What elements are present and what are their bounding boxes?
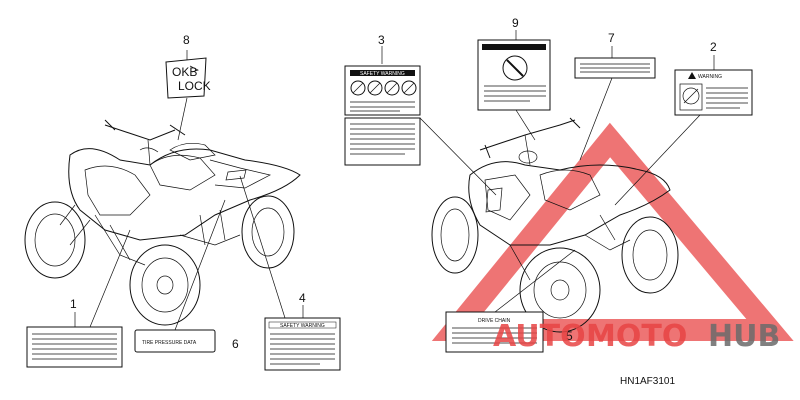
atv-left-drawing	[24, 119, 301, 326]
label-8-lock: OKB LOCK	[165, 57, 211, 99]
callout-9: 9	[512, 16, 519, 30]
label-7	[574, 57, 656, 79]
watermark-text-moto: MOTO	[586, 319, 687, 354]
label-3-safety-warning: SAFETY WARNING	[344, 65, 421, 166]
callout-4: 4	[299, 291, 306, 305]
callout-6: 6	[232, 337, 239, 351]
callout-1: 1	[70, 297, 77, 311]
callout-7: 7	[608, 31, 615, 45]
part-code: HN1AF3101	[620, 376, 675, 387]
label-4-warning: SAFETY WARNING	[264, 317, 341, 371]
watermark-text-hub: HUB	[708, 319, 780, 354]
label-6-tire-pressure: TIRE PRESSURE DATA	[134, 329, 216, 353]
watermark-triangle-icon	[431, 122, 794, 341]
label-9-prohibition	[477, 39, 551, 111]
label-1	[26, 326, 123, 368]
callout-5: 5	[566, 329, 573, 343]
callout-2: 2	[710, 40, 717, 54]
watermark-logo: AUTO MOTO HUB	[493, 319, 780, 354]
warning-label-header: WARNING	[698, 74, 722, 80]
label-4-header: SAFETY WARNING	[280, 323, 325, 329]
label-2-warning: WARNING	[674, 69, 753, 116]
lock-label-line2: LOCK	[178, 79, 211, 93]
watermark-text-auto: AUTO	[493, 319, 586, 354]
callout-8: 8	[183, 33, 190, 47]
lock-label-line1: OKB	[172, 65, 197, 79]
drive-chain-text: DRIVE CHAIN	[478, 318, 511, 324]
leader-lines	[74, 30, 715, 331]
label-5-drive-chain: DRIVE CHAIN	[445, 311, 544, 353]
warning-icons	[350, 80, 417, 96]
safety-warning-header: SAFETY WARNING	[360, 71, 405, 77]
tire-pressure-text: TIRE PRESSURE DATA	[142, 340, 197, 346]
callout-3: 3	[378, 33, 385, 47]
atv-right-drawing	[431, 117, 679, 333]
